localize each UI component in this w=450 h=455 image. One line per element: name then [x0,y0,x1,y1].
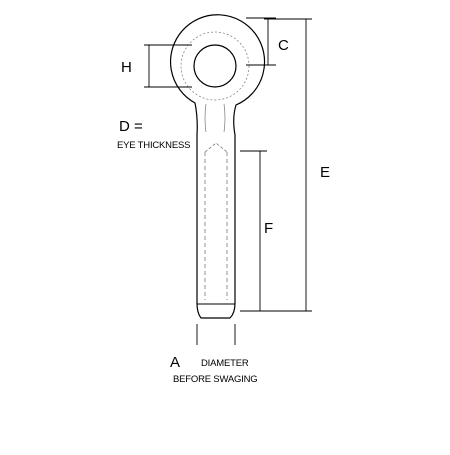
dimension-h-label: H [121,59,132,76]
diameter-note: DIAMETER [201,358,249,369]
dimension-e-label: E [320,164,330,181]
dimension-a-label: A [170,354,180,371]
neck-lines [204,103,226,133]
eye-hole [193,44,237,88]
dimension-d-label: D = [119,118,143,135]
eye-thickness-note: EYE THICKNESS [117,140,190,151]
dimension-e [240,18,312,312]
dimension-f-label: F [264,220,273,237]
before-swaging-note: BEFORE SWAGING [173,374,257,385]
dimension-c-label: C [278,37,289,54]
dimension-f [240,150,267,312]
eye-terminal-part [169,14,266,319]
dimension-h [144,44,192,88]
bore-tip [204,142,228,153]
part-outline [169,14,266,319]
eye-inner-ring [180,31,250,101]
dimension-c [246,17,276,66]
dimension-a [196,324,236,345]
